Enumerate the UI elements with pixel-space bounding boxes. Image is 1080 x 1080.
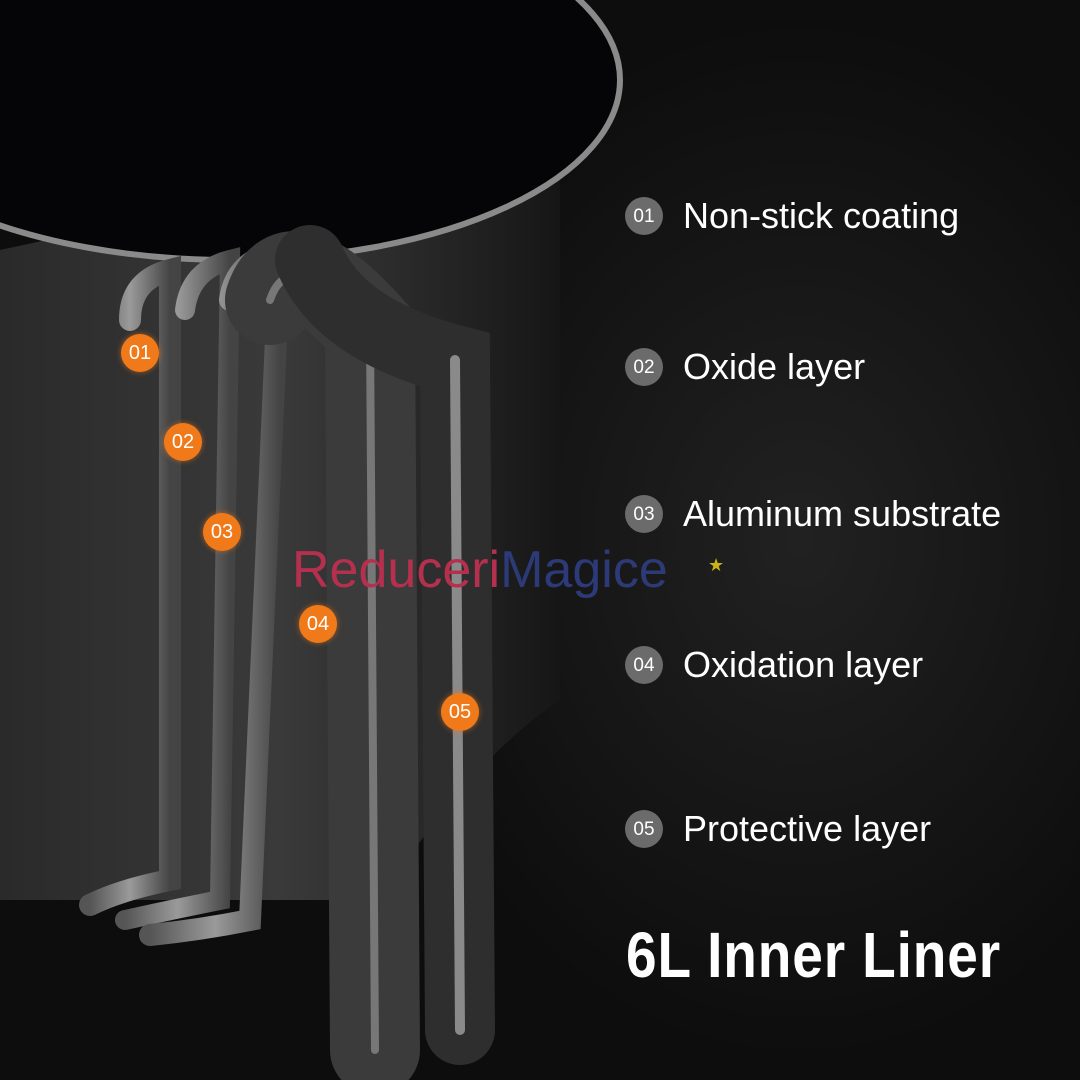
layer-label: 03 Aluminum substrate: [625, 494, 1001, 534]
layer-text: Oxidation layer: [683, 644, 924, 685]
layer-number-badge: 05: [625, 810, 663, 848]
layer-label: 04 Oxidation layer: [625, 645, 923, 685]
product-title: 6L Inner Liner: [626, 919, 1001, 991]
layer-text: Oxide layer: [683, 346, 866, 387]
layer-marker-05: 05: [441, 693, 479, 731]
watermark-part2: Magice: [500, 541, 668, 599]
layer-marker-04: 04: [299, 605, 337, 643]
watermark-part1: Reduceri: [292, 541, 501, 599]
layer-marker-02: 02: [164, 423, 202, 461]
layer-number-badge: 03: [625, 495, 663, 533]
watermark-logo: ReduceriMagice: [292, 544, 668, 596]
layer-text: Non-stick coating: [683, 195, 960, 236]
layer-label: 01 Non-stick coating: [625, 196, 959, 236]
layer-number-badge: 04: [625, 646, 663, 684]
layer-text: Protective layer: [683, 808, 932, 849]
layer-marker-03: 03: [203, 513, 241, 551]
star-icon: ★: [708, 555, 725, 575]
layer-label: 02 Oxide layer: [625, 347, 865, 387]
layer-text: Aluminum substrate: [683, 493, 1002, 534]
layer-label: 05 Protective layer: [625, 809, 931, 849]
layer-marker-01: 01: [121, 334, 159, 372]
layer-number-badge: 01: [625, 197, 663, 235]
layer-number-badge: 02: [625, 348, 663, 386]
